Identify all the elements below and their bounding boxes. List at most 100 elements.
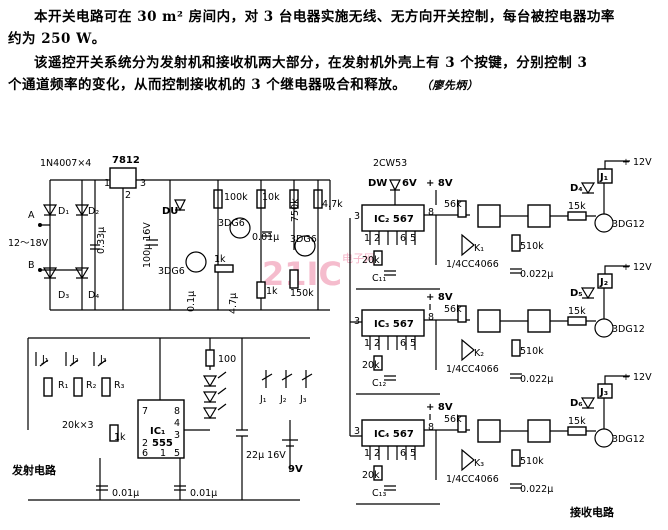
t1-label: 3DG6 [158,266,185,277]
regulator-7812 [109,167,137,189]
cmos-switch [461,233,475,257]
timing-resistor [373,250,383,266]
channel-r-timing: 20k [362,360,380,371]
channel-1 [356,160,630,290]
r2-label: 10k [262,192,280,203]
channel-3 [356,375,630,505]
flipflop-b [527,204,551,228]
channel-pin5: 5 [410,338,416,349]
ic1-555 [137,399,185,459]
channel-pin8: 8 [428,312,434,323]
resistor-15k [567,426,587,436]
channel-pin1: 1 [364,448,370,459]
resistor-56k [457,200,467,218]
paragraph-1: 本开关电路可在 30 m² 房间内，对 3 台电器实施无线、无方向开关控制，每台… [8,6,660,50]
cap-in: 0.33μ [96,227,107,254]
channel-pin3: 3 [354,426,360,437]
channel-diode: D₄ [570,183,583,194]
diode-d1: D₁ [58,206,69,217]
ic1-pin4: 4 [174,418,180,429]
channel-r-base: 15k [568,416,586,427]
channel-ic [361,309,425,337]
channel-cap-timing: C₁₂ [372,378,386,389]
key-j1: J₁ [41,354,49,365]
reg-pin1: 1 [104,178,110,189]
battery-label: 9V [288,464,303,475]
channel-r-timing: 20k [362,255,380,266]
diode-d2: D₂ [88,206,99,217]
r100-label: 100 [218,354,236,365]
channel-2 [356,265,630,395]
flipflop-b [527,309,551,333]
r-1k: 1k [114,432,126,443]
reg-pin3: 3 [140,178,146,189]
watermark: 21IC [262,255,342,293]
channel-r-base: 15k [568,306,586,317]
channel-pin6: 6 [400,338,406,349]
zener-label: DW [368,178,387,189]
key-j2: J₂ [71,354,79,365]
channel-pin2: 2 [374,448,380,459]
transmitter-section: J₁ J₂ J₃ R₁ R₂ R₃ 20k×3 1k 7 8 4 IC₁ 3 5… [11,337,313,501]
key-j3: J₃ [99,354,107,365]
ic1-pin5: 5 [174,448,180,459]
input-a: A [28,210,35,221]
bridge-rectifier: D₁ D₂ D₃ D₄ [42,204,99,301]
flyback-diode [580,397,596,410]
transistor-q2 [229,217,251,239]
channel-pin2: 2 [374,338,380,349]
regulator-label: 7812 [112,155,140,166]
paragraph-2: 该遥控开关系统分为发射机和接收机两大部分，在发射机外壳上有 3 个按键，分别控制… [8,52,660,97]
channel-pin1: 1 [364,233,370,244]
timing-resistor [373,355,383,371]
channel-ic-label: IC₂ 567 [374,214,414,225]
ic1-pin8: 8 [174,406,180,417]
relay-transistor [594,428,614,448]
r5-label: 1k [214,254,226,265]
channel-plus8v: + 8V [426,402,453,413]
flipflop-b [527,419,551,443]
channel-supply: + 12V [622,262,652,273]
channel-r-fb: 510k [520,241,544,252]
channel-cap-timing: C₁₃ [372,488,386,499]
cap-coupling: 0.01μ [252,232,279,243]
channel-pin8: 8 [428,207,434,218]
cap-a: 0.1μ [186,291,197,312]
channel-supply: + 12V [622,372,652,383]
cmos-switch [461,448,475,472]
channel-k-switch: K₁ [474,243,484,254]
cap-b: 4.7μ [228,293,239,314]
resistor-15k [567,316,587,326]
timing-resistor [373,465,383,481]
channel-r-in: 56k [444,199,462,210]
relay-transistor [594,213,614,233]
author-credit: （廖先炳） [426,79,479,92]
channel-cmos: 1/4CC4066 [446,474,499,485]
ic1-pin6: 6 [142,448,148,459]
channel-pin8: 8 [428,422,434,433]
channel-supply: + 12V [622,157,652,168]
resistor-56k [457,415,467,433]
reg-pin2: 2 [125,190,131,201]
channel-relay: J₁ [599,172,608,183]
para2-line1: 该遥控开关系统分为发射机和接收机两大部分，在发射机外壳上有 3 个按键，分别控制… [34,55,588,71]
channel-relay: J₂ [599,277,608,288]
r3-label: 750k [290,198,301,222]
ic1-pin7: 7 [142,406,148,417]
transmitter-title: 发射电路 [11,463,57,477]
channel-transistor: 3DG12 [612,324,645,335]
channel-cmos: 1/4CC4066 [446,364,499,375]
zener-section: 2CW53 DW 6V + 8V [368,158,453,205]
resistor-1k-a [214,264,234,273]
channel-pin1: 1 [364,338,370,349]
ic1-label: IC₁ [150,426,165,437]
channel-r-base: 15k [568,201,586,212]
channel-r-timing: 20k [362,470,380,481]
resistor-510k [511,339,521,357]
r-series: 20k×3 [62,420,94,431]
du-label: DU [162,206,178,217]
para2-line2: 个通道频率的变化，从而控制接收机的 3 个继电器吸合和释放。 [8,77,407,93]
resistor-510k [511,234,521,252]
transistor-q1 [185,251,207,273]
